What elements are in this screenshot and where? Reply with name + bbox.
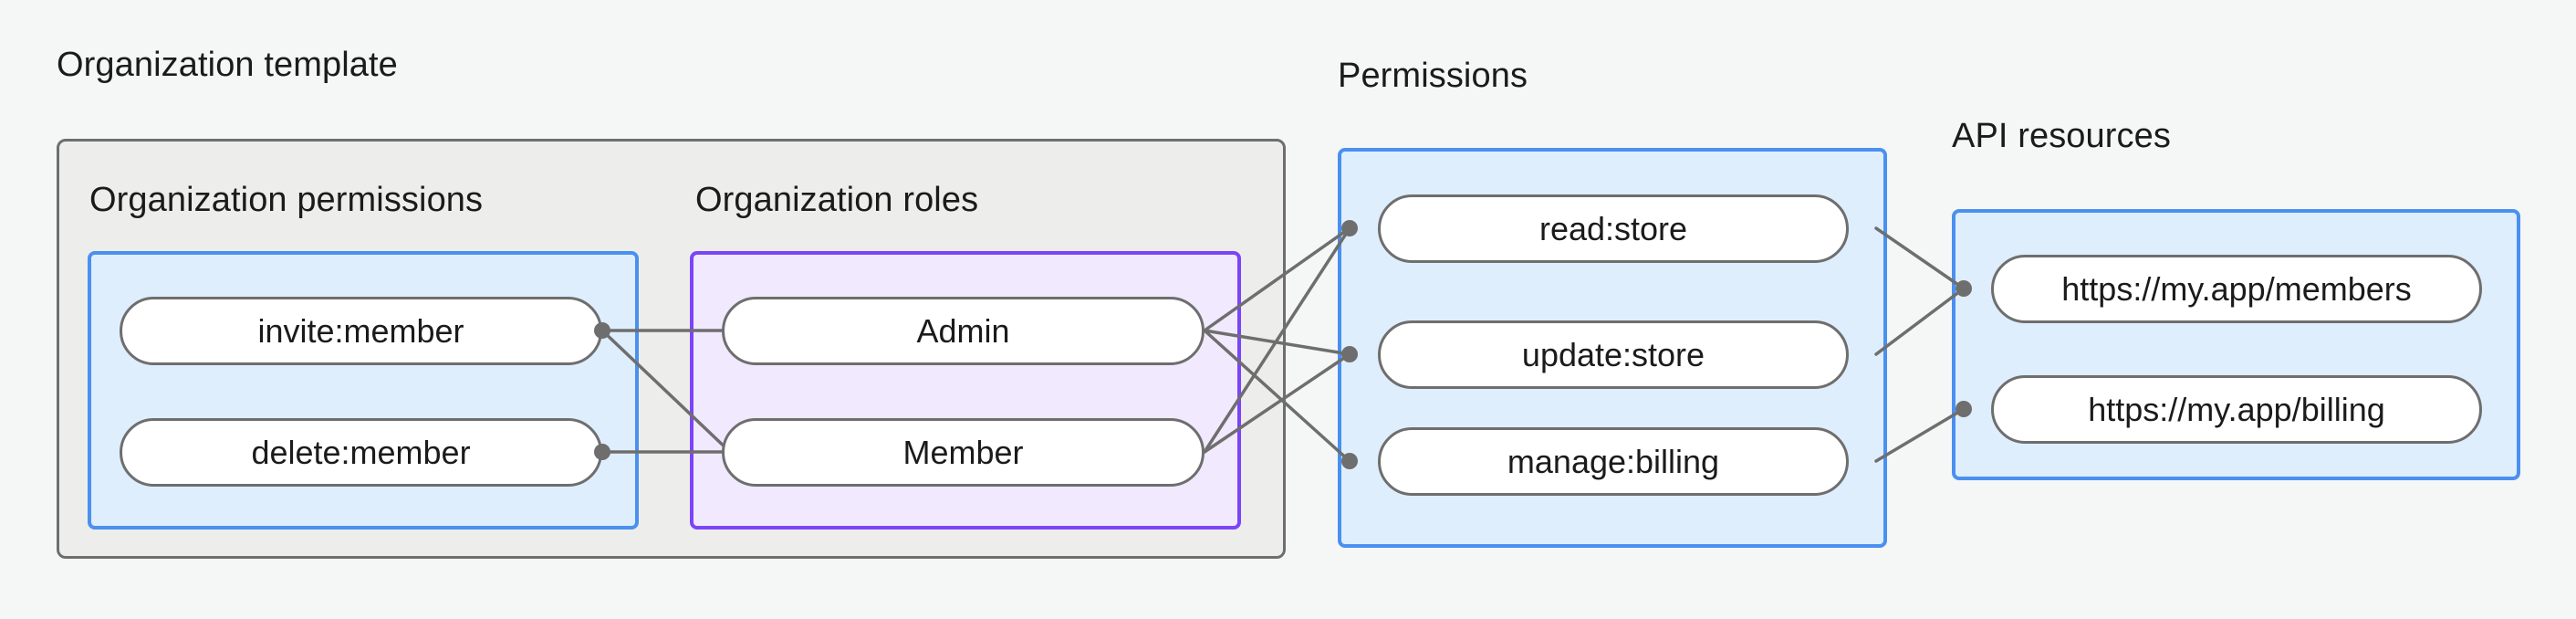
- node-admin[interactable]: Admin: [722, 297, 1205, 365]
- node-read-store[interactable]: read:store: [1378, 194, 1849, 263]
- node-member[interactable]: Member: [722, 418, 1205, 487]
- node-members-url[interactable]: https://my.app/members: [1991, 255, 2482, 323]
- organization-roles-title: Organization roles: [695, 181, 979, 219]
- organization-roles-group: [690, 251, 1241, 530]
- connector-dot-read-store: [1341, 220, 1358, 236]
- organization-permissions-title: Organization permissions: [89, 181, 484, 219]
- connector-dot-members-url: [1955, 280, 1972, 297]
- connector-dot-delete-member: [594, 444, 610, 460]
- connector-dot-billing-url: [1955, 401, 1972, 417]
- connector-dot-invite-member: [594, 322, 610, 339]
- permissions-title: Permissions: [1338, 57, 1528, 95]
- connector-dot-manage-billing: [1341, 453, 1358, 469]
- api-resources-title: API resources: [1952, 117, 2171, 155]
- edge-manage-billing-billing-url: [1874, 407, 1966, 463]
- connector-dot-update-store: [1341, 346, 1358, 362]
- node-update-store[interactable]: update:store: [1378, 320, 1849, 389]
- node-manage-billing[interactable]: manage:billing: [1378, 427, 1849, 496]
- node-invite-member[interactable]: invite:member: [120, 297, 602, 365]
- node-billing-url[interactable]: https://my.app/billing: [1991, 375, 2482, 444]
- node-delete-member[interactable]: delete:member: [120, 418, 602, 487]
- organization-permissions-group: [88, 251, 639, 530]
- edge-read-store-members-url: [1874, 226, 1966, 290]
- edge-update-store-members-url: [1874, 287, 1966, 356]
- organization-template-title: Organization template: [57, 46, 398, 84]
